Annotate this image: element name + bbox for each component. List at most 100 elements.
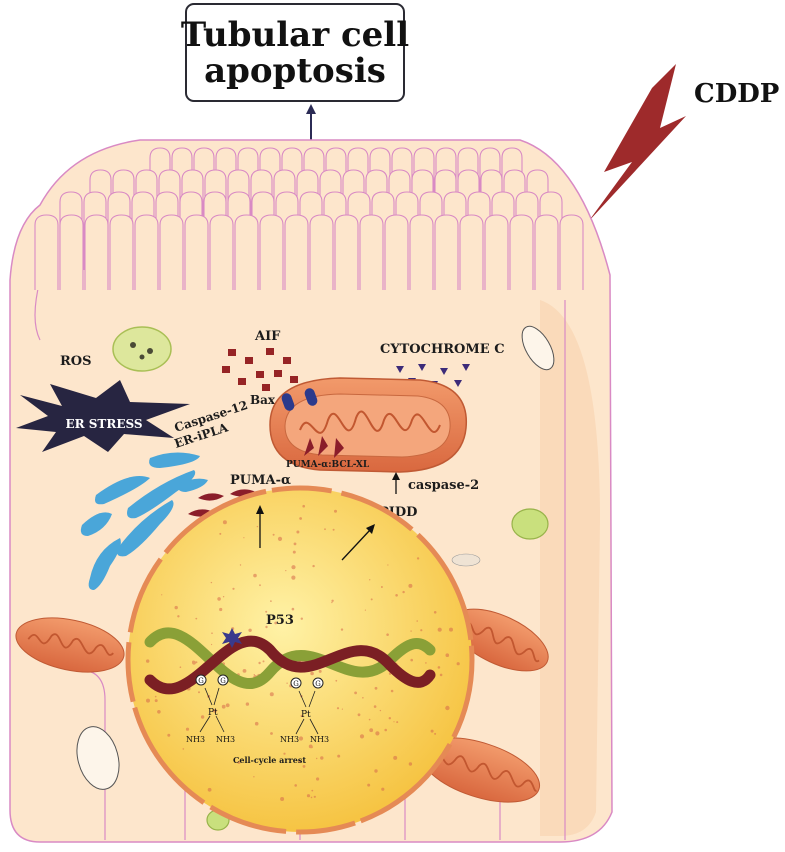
nh3-label: NH3 (216, 735, 235, 744)
nucleus-speck (272, 533, 275, 536)
nucleus-speck (179, 666, 182, 668)
microvillus (209, 214, 234, 290)
aif-label: AIF (254, 329, 281, 344)
nucleus-speck (254, 721, 259, 726)
nucleus-speck (341, 708, 343, 710)
nucleus-speck (177, 615, 180, 618)
title-line-2: apoptosis (204, 51, 386, 91)
nucleus-speck (296, 530, 300, 534)
arrow-nucleus-to-pidd (341, 524, 375, 561)
puma-bclxl-label: PUMA-α:BCL-XL (286, 460, 370, 470)
nucleus-speck (300, 714, 303, 718)
nh3-label: NH3 (280, 735, 299, 744)
microvillus (284, 214, 309, 290)
nucleus-speck (185, 727, 190, 731)
guanine-label: G (198, 677, 204, 685)
nucleus-speck (270, 600, 272, 602)
microvillus (234, 214, 259, 290)
guanine-label: G (293, 680, 299, 688)
nucleus-speck (410, 658, 414, 662)
er-stress-burst (16, 380, 190, 452)
nucleus-speck (437, 627, 442, 632)
nucleus-speck (262, 660, 265, 663)
cell-cycle-arrest-label: Cell-cycle arrest (233, 755, 306, 765)
puma-alpha-label: PUMA-α (230, 473, 291, 488)
nucleus-speck (316, 757, 318, 760)
nucleus-speck (410, 630, 412, 632)
cisplatin-adduct-right: G G (290, 677, 324, 735)
nucleus-speck (310, 745, 313, 749)
nucleus-speck (219, 607, 223, 612)
nucleus-speck (354, 691, 357, 695)
nucleus-speck (449, 627, 453, 632)
microvillus (259, 214, 284, 290)
nucleus-speck (357, 713, 361, 717)
nucleus-speck (299, 517, 302, 520)
nucleus-speck (425, 662, 427, 664)
nucleus-speck (374, 686, 378, 690)
nucleus-speck (298, 760, 301, 763)
nucleus-speck (396, 721, 399, 724)
endoplasmic-reticulum (80, 452, 208, 590)
nucleus-speck (292, 550, 296, 554)
nh3-label: NH3 (186, 735, 205, 744)
nucleus-speck (300, 617, 303, 620)
microvillus (34, 214, 59, 290)
nucleus-speck (434, 732, 437, 735)
microvillus (509, 214, 534, 290)
vesicle-speckled-top (521, 325, 555, 371)
nucleus-speck (192, 660, 195, 664)
nucleus-speck (408, 762, 413, 766)
microvillus (434, 214, 459, 290)
nucleus-speck (373, 705, 377, 708)
nucleus-speck (219, 532, 222, 535)
nucleus-speck (334, 509, 337, 513)
nucleus-speck (310, 796, 313, 799)
nucleus-speck (364, 609, 366, 611)
nucleus-speck (390, 689, 394, 693)
nucleus-speck (359, 734, 365, 739)
nucleus-speck (306, 794, 311, 798)
nucleus-speck (324, 528, 326, 531)
microvillus (84, 214, 109, 290)
bax-label: Bax (250, 393, 276, 407)
microvillus (384, 214, 409, 290)
cddp-lightning (588, 64, 686, 222)
nh3-label: NH3 (310, 735, 329, 744)
microvillus (109, 214, 134, 290)
nucleus-speck (311, 789, 314, 792)
microvillus (409, 214, 434, 290)
nucleus-speck (157, 710, 161, 714)
vesicle-green-right (511, 508, 549, 540)
nucleus-speck (265, 610, 268, 613)
nucleus-speck (456, 662, 460, 666)
microvillus (334, 214, 359, 290)
nucleus-speck (200, 715, 205, 719)
vesicle-speckled-bottom (76, 726, 120, 790)
nucleus-speck (384, 728, 388, 732)
title-box: Tubular cell apoptosis (181, 3, 409, 102)
nucleus-speck (331, 599, 334, 602)
nucleus-speck (312, 564, 315, 568)
nucleus-speck (335, 679, 338, 682)
microvillus (534, 214, 559, 290)
nucleus-speck (420, 629, 423, 632)
nucleus-speck (395, 594, 398, 597)
nucleus-speck (393, 721, 395, 723)
microvillus (484, 214, 509, 290)
nucleus-speck (222, 520, 227, 525)
caspase2-arrow (392, 472, 400, 494)
title-arrow (306, 104, 316, 140)
nucleus-speck (313, 795, 316, 798)
nucleus-speck (445, 705, 450, 711)
nucleus-speck (416, 620, 419, 622)
nucleus-speck (154, 695, 157, 698)
dna-helix (144, 627, 436, 695)
nucleus-speck (285, 570, 287, 572)
nucleus-speck (369, 579, 371, 581)
pt-right-label: Pt (301, 710, 311, 720)
nucleus-speck (146, 698, 150, 703)
nucleus-speck (320, 756, 324, 760)
nucleus-speck (211, 632, 213, 634)
nucleus-speck (167, 733, 171, 737)
